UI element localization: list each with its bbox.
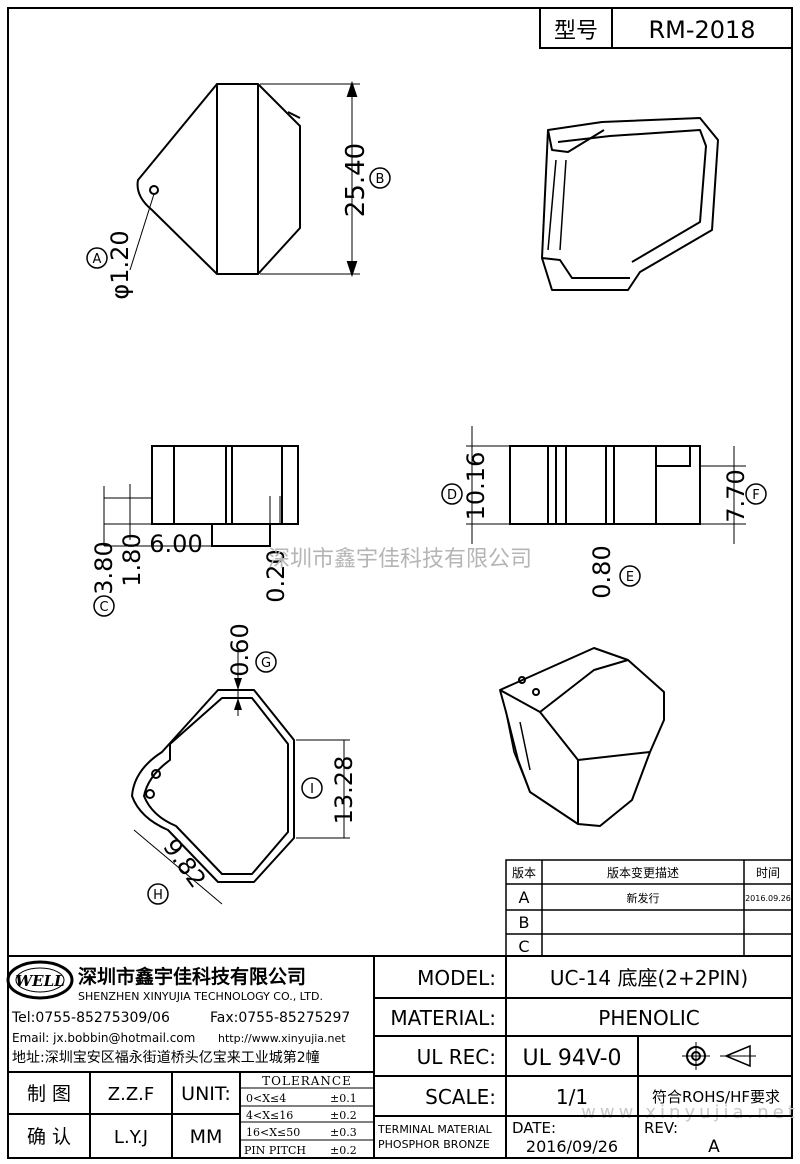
marker-c: C <box>99 600 108 615</box>
company-address: 地址:深圳宝安区福永街道桥头亿宝来工业城第2幢 <box>12 1049 320 1066</box>
dim-9-82: 9.82 <box>157 833 211 893</box>
confirm-value: L.Y.J <box>114 1127 148 1148</box>
marker-b: B <box>376 172 385 187</box>
dim-0-20: 0.20 <box>262 549 290 602</box>
watermark-company: 深圳市鑫宇佳科技有限公司 <box>268 547 532 572</box>
dim-7-70: 7.70 <box>722 469 750 522</box>
side-view-right <box>441 426 767 587</box>
tol-range-2: 4<X≤16 <box>246 1109 293 1122</box>
scale-label: SCALE: <box>425 1085 496 1109</box>
terminal-line2: PHOSPHOR BRONZE <box>378 1138 490 1151</box>
dim-0-60: 0.60 <box>226 623 254 676</box>
tol-range-4: PIN PITCH <box>244 1144 306 1157</box>
company-name-en: SHENZHEN XINYUJIA TECHNOLOGY CO., LTD. <box>78 990 323 1003</box>
rev-row-b-ver: B <box>519 913 530 932</box>
top-view <box>86 80 391 278</box>
rev-row-c-ver: C <box>518 937 529 956</box>
marker-e: E <box>626 570 634 585</box>
dim-3-80: 3.80 <box>90 541 118 594</box>
rev-row-a-ver: A <box>519 888 530 907</box>
unit-value: MM <box>190 1126 223 1148</box>
date-value: 2016/09/26 <box>526 1137 618 1156</box>
header-box: 型号 RM-2018 <box>539 8 792 49</box>
marker-f: F <box>752 488 759 503</box>
ulrec-value: UL 94V-0 <box>522 1046 621 1071</box>
marker-h: H <box>153 888 163 903</box>
marker-a-circle <box>86 247 108 269</box>
date-label: DATE: <box>512 1119 556 1137</box>
type-label: 型号 <box>554 19 598 44</box>
title-block-grid <box>8 955 792 1158</box>
marker-a: A <box>93 252 102 267</box>
tolerance-title: TOLERANCE <box>262 1074 352 1088</box>
draw-label: 制 图 <box>27 1083 71 1105</box>
ulrec-label: UL REC: <box>417 1045 496 1069</box>
confirm-label: 确 认 <box>27 1126 71 1148</box>
marker-g: G <box>261 656 271 671</box>
dim-1-80: 1.80 <box>118 533 146 586</box>
side-view-left <box>93 445 299 617</box>
rohs-note: 符合ROHS/HF要求 <box>652 1088 780 1106</box>
type-value: RM-2018 <box>648 16 755 44</box>
dim-phi-1-20: φ1.20 <box>106 230 134 299</box>
logo-text: WELL <box>15 972 64 990</box>
sheet-frame <box>7 7 793 1159</box>
model-value: UC-14 底座(2+2PIN) <box>550 966 748 990</box>
material-value: PHENOLIC <box>598 1006 699 1030</box>
iso-view-top <box>541 117 719 291</box>
tol-value-2: ±0.2 <box>330 1109 357 1122</box>
dim-10-16: 10.16 <box>462 452 490 521</box>
rev-row-a-desc: 新发行 <box>627 891 660 905</box>
company-email: Email: jx.bobbin@hotmail.com <box>12 1031 195 1045</box>
dim-0-80: 0.80 <box>588 545 616 598</box>
unit-label: UNIT: <box>181 1083 231 1105</box>
company-fax: Fax:0755-85275297 <box>210 1010 350 1026</box>
rev-label: REV: <box>644 1119 678 1137</box>
rev-header-desc: 版本变更描述 <box>607 865 679 880</box>
company-name-cn: 深圳市鑫宇佳科技有限公司 <box>78 965 306 988</box>
model-label: MODEL: <box>417 966 496 990</box>
rev-header-date: 时间 <box>756 866 780 880</box>
rev-row-a-date: 2016.09.26 <box>745 894 791 903</box>
iso-view-bottom <box>499 647 665 827</box>
company-tel: Tel:0755-85275309/06 <box>11 1010 170 1026</box>
tol-value-3: ±0.3 <box>330 1126 357 1139</box>
watermark-site: www.xinyujia.net <box>581 1102 799 1123</box>
tol-range-1: 0<X≤4 <box>246 1092 286 1105</box>
material-label: MATERIAL: <box>390 1006 496 1030</box>
well-logo: WELL <box>6 960 74 1000</box>
terminal-line1: TERMINAL MATERIAL <box>377 1123 493 1136</box>
tol-range-3: 16<X≤50 <box>246 1126 300 1139</box>
scale-value: 1/1 <box>556 1085 588 1109</box>
marker-i: I <box>310 782 314 797</box>
tol-value-4: ±0.2 <box>330 1144 357 1157</box>
rev-value: A <box>708 1137 720 1157</box>
rev-header-ver: 版本 <box>512 866 536 880</box>
dim-25-40: 25.40 <box>341 143 371 217</box>
tol-value-1: ±0.1 <box>330 1092 357 1105</box>
company-url: http://www.xinyujia.net <box>218 1032 346 1045</box>
marker-b-circle <box>369 167 391 189</box>
draw-value: Z.Z.F <box>108 1084 154 1105</box>
tolerance-grid <box>240 1087 374 1141</box>
dim-13-28: 13.28 <box>330 756 358 825</box>
marker-d: D <box>447 488 457 503</box>
projection-symbol-icon <box>682 1042 756 1070</box>
section-view <box>131 650 350 905</box>
dim-6-00: 6.00 <box>149 530 202 558</box>
